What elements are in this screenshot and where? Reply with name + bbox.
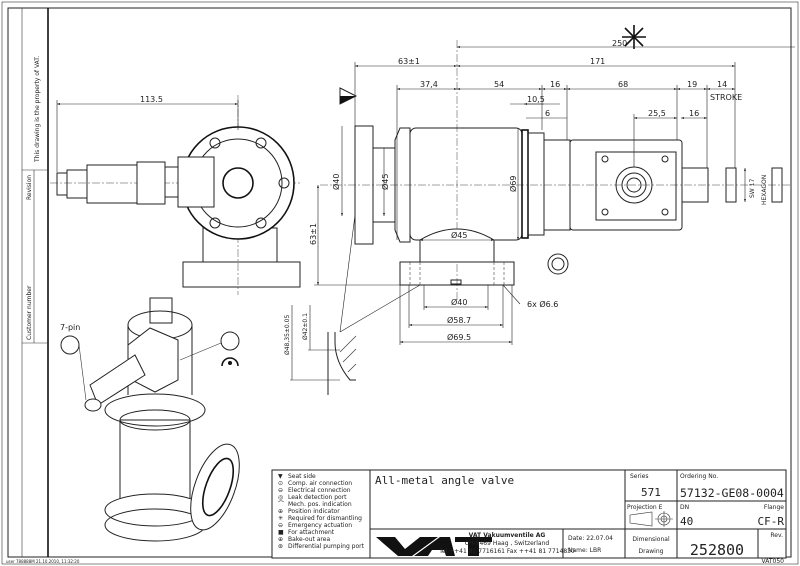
rev-label: Rev.: [770, 532, 783, 539]
seven-pin-label: 7-pin: [60, 323, 80, 332]
customer-number-label: Customer number: [26, 285, 33, 340]
drawing-type-line2: Drawing: [639, 548, 664, 555]
legend-item: For attachment: [288, 529, 335, 536]
legend-item: Emergency actuation: [288, 522, 352, 529]
differential-pumping-icon: ⊛: [278, 543, 283, 550]
dim-sw17: SW 17: [749, 179, 756, 198]
legend-item: Comp. air connection: [288, 480, 352, 487]
dim-54: 54: [494, 80, 504, 89]
drawer-name: Name: LBR: [568, 547, 601, 554]
sheet-code: VAT050: [762, 558, 785, 565]
title-block: ▼ ⊙ ⊖ ◎ ⌒ ⊕ ✳ ⊖ ■ ⊕ ⊛ Seat side Comp. ai…: [271, 469, 787, 565]
dim-63: 63±1: [398, 57, 420, 66]
company-name: VAT Vakuumventile AG: [469, 532, 546, 539]
electrical-icon: ⊖: [278, 487, 283, 494]
company-address: CH-9469 Haag , Switzerland: [465, 540, 550, 547]
legend-item: Differential pumping port: [288, 543, 365, 550]
dim-171: 171: [590, 57, 605, 66]
dim-68: 68: [618, 80, 628, 89]
property-note: This drawing is the property of VAT.: [34, 56, 41, 163]
dim-16b: 16: [689, 109, 699, 118]
drawing-type-line1: Dimensional: [632, 536, 670, 543]
projection-label: Projection E: [627, 504, 663, 511]
vat-logo: [376, 537, 492, 556]
drawing-date: Date: 22.07.04: [568, 535, 613, 542]
dim-63-v: 63±1: [309, 223, 318, 245]
dim-dia45-h: Ø45: [451, 230, 467, 240]
dim-14: 14: [717, 80, 727, 89]
side-view: [320, 40, 790, 300]
legend-item: Seat side: [288, 473, 316, 480]
legend-item: Required for dismantling: [288, 515, 362, 522]
seat-side-icon: ▼: [278, 473, 283, 480]
dn-label: DN: [680, 504, 689, 511]
dim-holes: 6x Ø6.6: [527, 299, 558, 309]
dim-37-4: 37,4: [420, 80, 438, 89]
dim-25-5: 25,5: [648, 109, 666, 118]
position-switch-icon: [220, 331, 240, 351]
leak-detection-icon: ◎: [278, 494, 283, 501]
flange-label: Flange: [764, 504, 784, 511]
dim-dia48-35: Ø48,35±0.05: [284, 315, 291, 355]
drawing-title: All-metal angle valve: [375, 474, 514, 487]
dim-dia69-v: Ø69: [508, 176, 518, 192]
series-label: Series: [630, 473, 648, 480]
dim-dia40-v: Ø40: [331, 174, 341, 190]
dim-hexagon: HEXAGON: [761, 175, 768, 205]
position-indicator-icon: ⊕: [278, 508, 283, 515]
legend-item: Mech. pos. indication: [288, 501, 352, 508]
dn-value: 40: [680, 515, 693, 528]
dim-113-5: 113.5: [140, 95, 163, 104]
dim-dia42: Ø42±0.1: [302, 313, 309, 340]
ordering-number: 57132-GE08-0004: [680, 486, 784, 500]
footer-user-stamp: user 788888M 21.10.2010, 11:32:20: [6, 559, 80, 564]
company-contact: Tel ++41 81 7716161 Fax ++41 81 7714830: [438, 548, 575, 555]
legend-item: Position indicator: [288, 508, 340, 515]
dim-dia45-v: Ø45: [380, 174, 390, 190]
dimensions-horizontal: 250 63±1 171 37,4 54 16 68 19 14 STROKE …: [354, 25, 795, 345]
dim-10-5: 10,5: [527, 95, 545, 104]
series-value: 571: [641, 486, 661, 499]
dim-dia58-7: Ø58.7: [447, 315, 471, 325]
emergency-icon: ⊖: [278, 522, 283, 529]
dimensions-vertical: Ø40 Ø45 Ø69 63±1 SW 17 HEXAGON Ø48,35±0.…: [284, 126, 768, 395]
dismantling-icon: [622, 25, 646, 49]
legend-item: Bake-out area: [288, 536, 330, 543]
dim-dia69-5: Ø69.5: [447, 332, 471, 342]
dim-16a: 16: [550, 80, 560, 89]
drawing-number: 252800: [690, 541, 744, 559]
dismantling-icon: ✳: [278, 515, 283, 522]
mech-pos-icon: ⌒: [278, 501, 284, 508]
dim-dia40-h: Ø40: [451, 297, 467, 307]
revision-label: Revision: [26, 175, 33, 200]
margin-strip: This drawing is the property of VAT. Rev…: [6, 56, 80, 564]
legend-item: Leak detection port: [288, 494, 347, 501]
legend-item: Electrical connection: [288, 487, 351, 494]
dim-stroke: STROKE: [710, 93, 742, 102]
dim-6: 6: [545, 109, 550, 118]
ordering-label: Ordering No.: [680, 473, 718, 480]
dim-19: 19: [687, 80, 697, 89]
bake-out-icon: ⊕: [278, 536, 283, 543]
comp-air-icon: ⊙: [278, 480, 283, 487]
flange-value: CF-R: [758, 515, 785, 528]
attachment-icon: ■: [278, 529, 284, 536]
symbol-legend: ▼ ⊙ ⊖ ◎ ⌒ ⊕ ✳ ⊖ ■ ⊕ ⊛ Seat side Comp. ai…: [278, 473, 365, 550]
end-view: 113.5: [50, 95, 301, 295]
isometric-view: 7-pin: [60, 297, 240, 542]
projection-symbol-icon: [629, 511, 673, 527]
dim-250: 250: [612, 39, 627, 48]
